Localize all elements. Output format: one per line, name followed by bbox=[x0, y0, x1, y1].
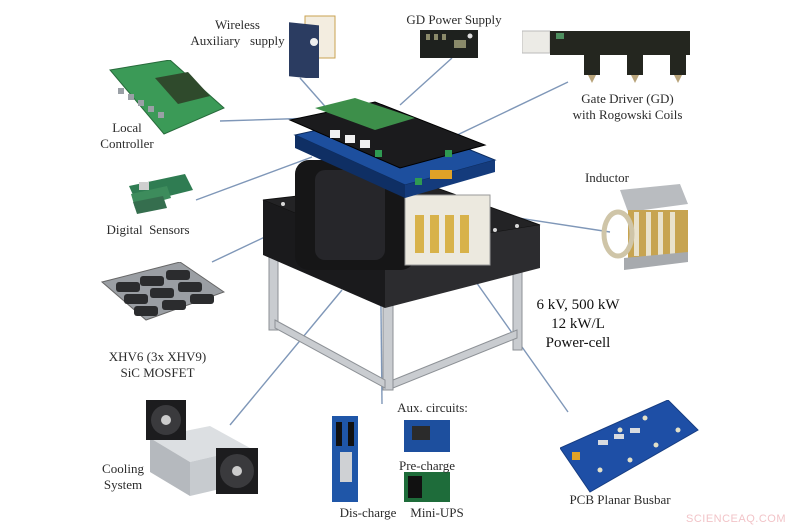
label-digital-sensors: Digital Sensors bbox=[106, 222, 190, 237]
watermark: SCIENCEAQ.COM bbox=[685, 513, 786, 525]
label-local-controller: Local Controller bbox=[92, 120, 162, 152]
sic-mosfet-image bbox=[100, 262, 225, 321]
label-cooling-system: Cooling System bbox=[95, 461, 151, 493]
label-aux-circuits: Aux. circuits: bbox=[397, 400, 468, 415]
line-digital-sensors bbox=[195, 156, 313, 201]
cooling-line1: Cooling bbox=[102, 461, 144, 476]
gd-power-supply-image bbox=[420, 30, 478, 58]
line-cooling bbox=[229, 289, 343, 426]
sic-mosfet-line2: SiC MOSFET bbox=[120, 365, 195, 380]
power-cell-specs: 6 kV, 500 kW 12 kW/L Power-cell bbox=[528, 296, 628, 353]
cooling-line2: System bbox=[103, 477, 143, 492]
wireless-aux-line1: Wireless bbox=[215, 17, 260, 32]
gate-driver-image bbox=[522, 30, 690, 83]
wireless-aux-line2: Auxiliary supply bbox=[190, 33, 285, 48]
gate-driver-line2: with Rogowski Coils bbox=[572, 107, 683, 122]
label-gd-power-supply: GD Power Supply bbox=[406, 12, 502, 27]
label-dis-charge: Dis-charge bbox=[339, 505, 397, 520]
label-pre-charge: Pre-charge bbox=[398, 458, 456, 473]
label-inductor: Inductor bbox=[584, 170, 630, 185]
spec-name: Power-cell bbox=[545, 335, 611, 351]
cooling-system-image bbox=[146, 400, 258, 496]
pcb-busbar-image bbox=[560, 400, 699, 493]
spec-voltage-power: 6 kV, 500 kW bbox=[536, 297, 620, 313]
local-controller-line1: Local bbox=[112, 120, 142, 135]
power-cell-image bbox=[262, 98, 541, 391]
label-mini-ups: Mini-UPS bbox=[410, 505, 464, 520]
line-gd-power bbox=[399, 57, 453, 106]
local-controller-image bbox=[109, 60, 225, 135]
spec-power-density: 12 kW/L bbox=[551, 316, 605, 332]
label-wireless-aux: Wireless Auxiliary supply bbox=[185, 17, 290, 49]
inductor-image bbox=[601, 184, 688, 270]
label-sic-mosfet: XHV6 (3x XHV9) SiC MOSFET bbox=[100, 349, 215, 381]
aux-circuits-image bbox=[332, 416, 450, 502]
sic-mosfet-line1: XHV6 (3x XHV9) bbox=[108, 349, 207, 364]
digital-sensors-image bbox=[129, 174, 193, 214]
label-pcb-busbar: PCB Planar Busbar bbox=[569, 492, 671, 507]
gate-driver-line1: Gate Driver (GD) bbox=[581, 91, 674, 106]
local-controller-line2: Controller bbox=[100, 136, 154, 151]
label-gate-driver: Gate Driver (GD) with Rogowski Coils bbox=[560, 91, 695, 123]
wireless-aux-image bbox=[289, 15, 336, 78]
